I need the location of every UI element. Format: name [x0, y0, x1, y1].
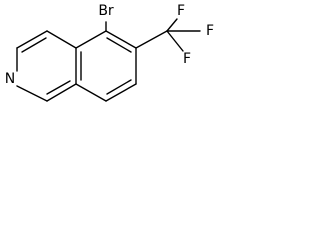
bond-c5-c6 — [105, 30, 137, 49]
atom-label-f2: F — [206, 23, 214, 39]
molecule-drawing: Br N F F F — [5, 3, 214, 102]
bond-c4-c3 — [46, 30, 77, 49]
structure-diagram: Br N F F F — [0, 0, 224, 134]
atom-label-f1: F — [177, 3, 185, 19]
bond-n-c1 — [16, 85, 48, 102]
bond-c4a-c5 — [75, 30, 107, 49]
bond-c5-c6-inner — [106, 37, 132, 53]
atom-label-br: Br — [98, 3, 114, 19]
bond-c7-c8 — [105, 83, 137, 102]
bond-cf3-f3 — [166, 30, 184, 52]
bond-c1-c8a — [46, 83, 77, 102]
atom-label-f3: F — [183, 51, 191, 67]
bond-c3-c2-inner — [21, 37, 47, 53]
atom-label-n: N — [5, 71, 15, 87]
bond-c3-c2 — [16, 30, 48, 49]
bond-cf3-f1 — [166, 18, 178, 32]
bond-c6-cf3 — [135, 30, 168, 49]
bond-c7-c8-inner — [106, 79, 132, 95]
bond-c8-c8a — [75, 83, 107, 102]
bond-c1-c8a-inner — [46, 80, 71, 95]
